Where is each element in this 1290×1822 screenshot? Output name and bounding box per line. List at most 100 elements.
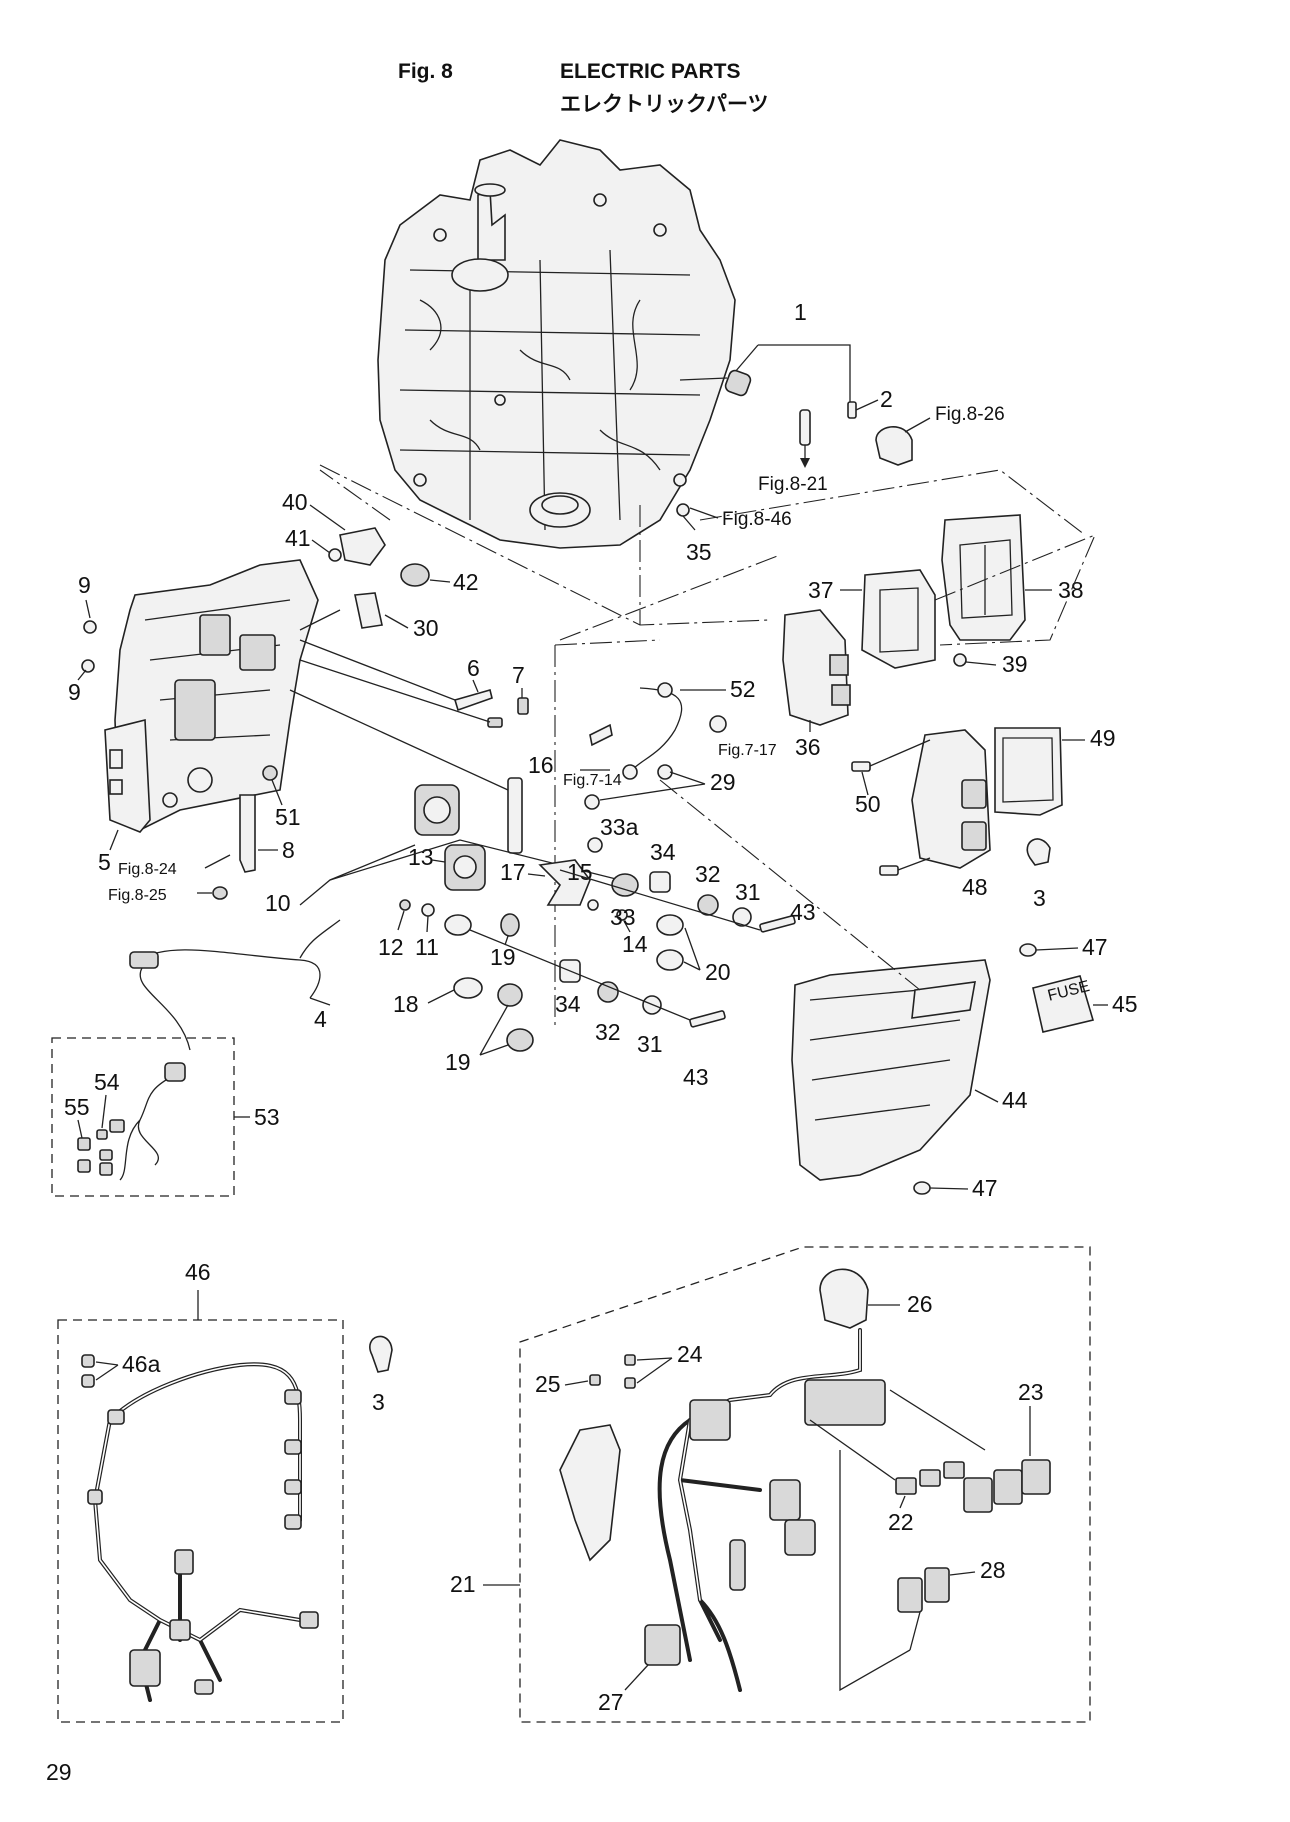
bolt-icon (879, 865, 899, 876)
clip-icon (624, 1377, 636, 1389)
gasket-49-icon (994, 727, 1063, 816)
relay-icon (963, 1477, 993, 1513)
callout-33: 33 (610, 904, 636, 930)
bolt-icon (676, 503, 690, 517)
callout-9-lower: 9 (68, 679, 81, 705)
callout-54: 54 (94, 1069, 120, 1095)
callout-5: 5 (98, 849, 111, 875)
callout-43-lower: 43 (683, 1064, 709, 1090)
figure-number: Fig. 8 (398, 60, 453, 83)
relay-icon (993, 1469, 1023, 1505)
grommet-icon (656, 914, 684, 936)
callout-39: 39 (1002, 651, 1028, 677)
pin-icon (799, 409, 811, 446)
fuse-icon (919, 1469, 941, 1487)
callout-2: 2 (880, 386, 893, 412)
terminal-icon (99, 1149, 113, 1161)
clip-icon (589, 1374, 601, 1386)
relay-icon (924, 1567, 950, 1603)
electric-box-illustration (104, 559, 319, 833)
callout-29: 29 (710, 769, 736, 795)
callout-45: 45 (1112, 991, 1138, 1017)
clip-icon (262, 765, 278, 781)
screw-icon (81, 659, 95, 673)
clip-icon (81, 1354, 95, 1368)
callout-6: 6 (467, 655, 480, 681)
callout-7: 7 (512, 662, 525, 688)
nut-icon (587, 899, 599, 911)
callout-30: 30 (413, 615, 439, 641)
grommet-icon (656, 949, 684, 971)
grommet-icon (444, 914, 472, 936)
callout-3-right: 3 (1033, 885, 1046, 911)
callout-12: 12 (378, 934, 404, 960)
callout-19-lower: 19 (445, 1049, 471, 1075)
ref-fig-8-46: Fig.8-46 (722, 509, 792, 530)
page-number: 29 (46, 1759, 72, 1785)
bracket-icon (538, 859, 591, 906)
callout-40: 40 (282, 489, 308, 515)
callout-1: 1 (794, 299, 807, 325)
clip-icon (81, 1374, 95, 1388)
clip-icon (212, 886, 228, 900)
ecu-bracket-icon (941, 514, 1026, 641)
callout-16: 16 (528, 752, 554, 778)
terminal-icon (589, 723, 613, 747)
callout-52: 52 (730, 676, 756, 702)
callout-55: 55 (64, 1094, 90, 1120)
relay-icon (897, 1577, 923, 1613)
relay-27-icon (644, 1624, 681, 1666)
nut-icon (616, 909, 628, 921)
callout-46: 46 (185, 1259, 211, 1285)
grommet-icon (506, 1028, 534, 1052)
grommet-icon (500, 913, 520, 937)
callout-50: 50 (855, 791, 881, 817)
callout-31-upper: 31 (735, 879, 761, 905)
callout-34-upper: 34 (650, 839, 676, 865)
nut-icon (421, 903, 435, 917)
cap-icon (875, 426, 913, 466)
callout-37: 37 (808, 577, 834, 603)
bolt-icon (851, 761, 871, 772)
callout-47-upper: 47 (1082, 934, 1108, 960)
harness-21-illustration (559, 1328, 886, 1692)
callout-36: 36 (795, 734, 821, 760)
clamp-icon (1026, 838, 1051, 866)
bolt-icon (759, 915, 796, 933)
callout-4: 4 (314, 1006, 327, 1032)
callout-23: 23 (1018, 1379, 1044, 1405)
grommet-icon (400, 563, 430, 587)
terminal-icon (657, 682, 673, 698)
terminal-icon (622, 764, 638, 780)
callout-20: 20 (705, 959, 731, 985)
terminal-icon (77, 1159, 91, 1173)
bolt-icon (689, 1010, 726, 1028)
harness-4-wire (139, 949, 331, 1006)
callout-38: 38 (1058, 577, 1084, 603)
clip-icon (624, 1354, 636, 1366)
callout-28: 28 (980, 1557, 1006, 1583)
bracket-icon (239, 794, 256, 873)
callout-17: 17 (500, 859, 526, 885)
clamp-icon (369, 1335, 393, 1373)
cap-26-icon (819, 1268, 869, 1329)
callout-32-upper: 32 (695, 861, 721, 887)
sensor-assembly (679, 344, 857, 419)
figure-title-japanese: エレクトリックパーツ (560, 93, 769, 116)
grommet-icon (597, 981, 619, 1003)
terminal-icon (77, 1137, 91, 1151)
callout-44: 44 (1002, 1087, 1028, 1113)
ref-fig-7-17: Fig.7-17 (718, 742, 777, 759)
callout-46a: 46a (122, 1351, 161, 1377)
callout-10: 10 (265, 890, 291, 916)
callout-34-lower: 34 (555, 991, 581, 1017)
callout-13: 13 (408, 844, 434, 870)
callout-25: 25 (535, 1371, 561, 1397)
connector-icon (129, 951, 159, 969)
bolt-icon (657, 764, 673, 780)
callout-49: 49 (1090, 725, 1116, 751)
washer-icon (399, 899, 411, 911)
engine-block-illustration (377, 139, 736, 549)
callout-51: 51 (275, 804, 301, 830)
